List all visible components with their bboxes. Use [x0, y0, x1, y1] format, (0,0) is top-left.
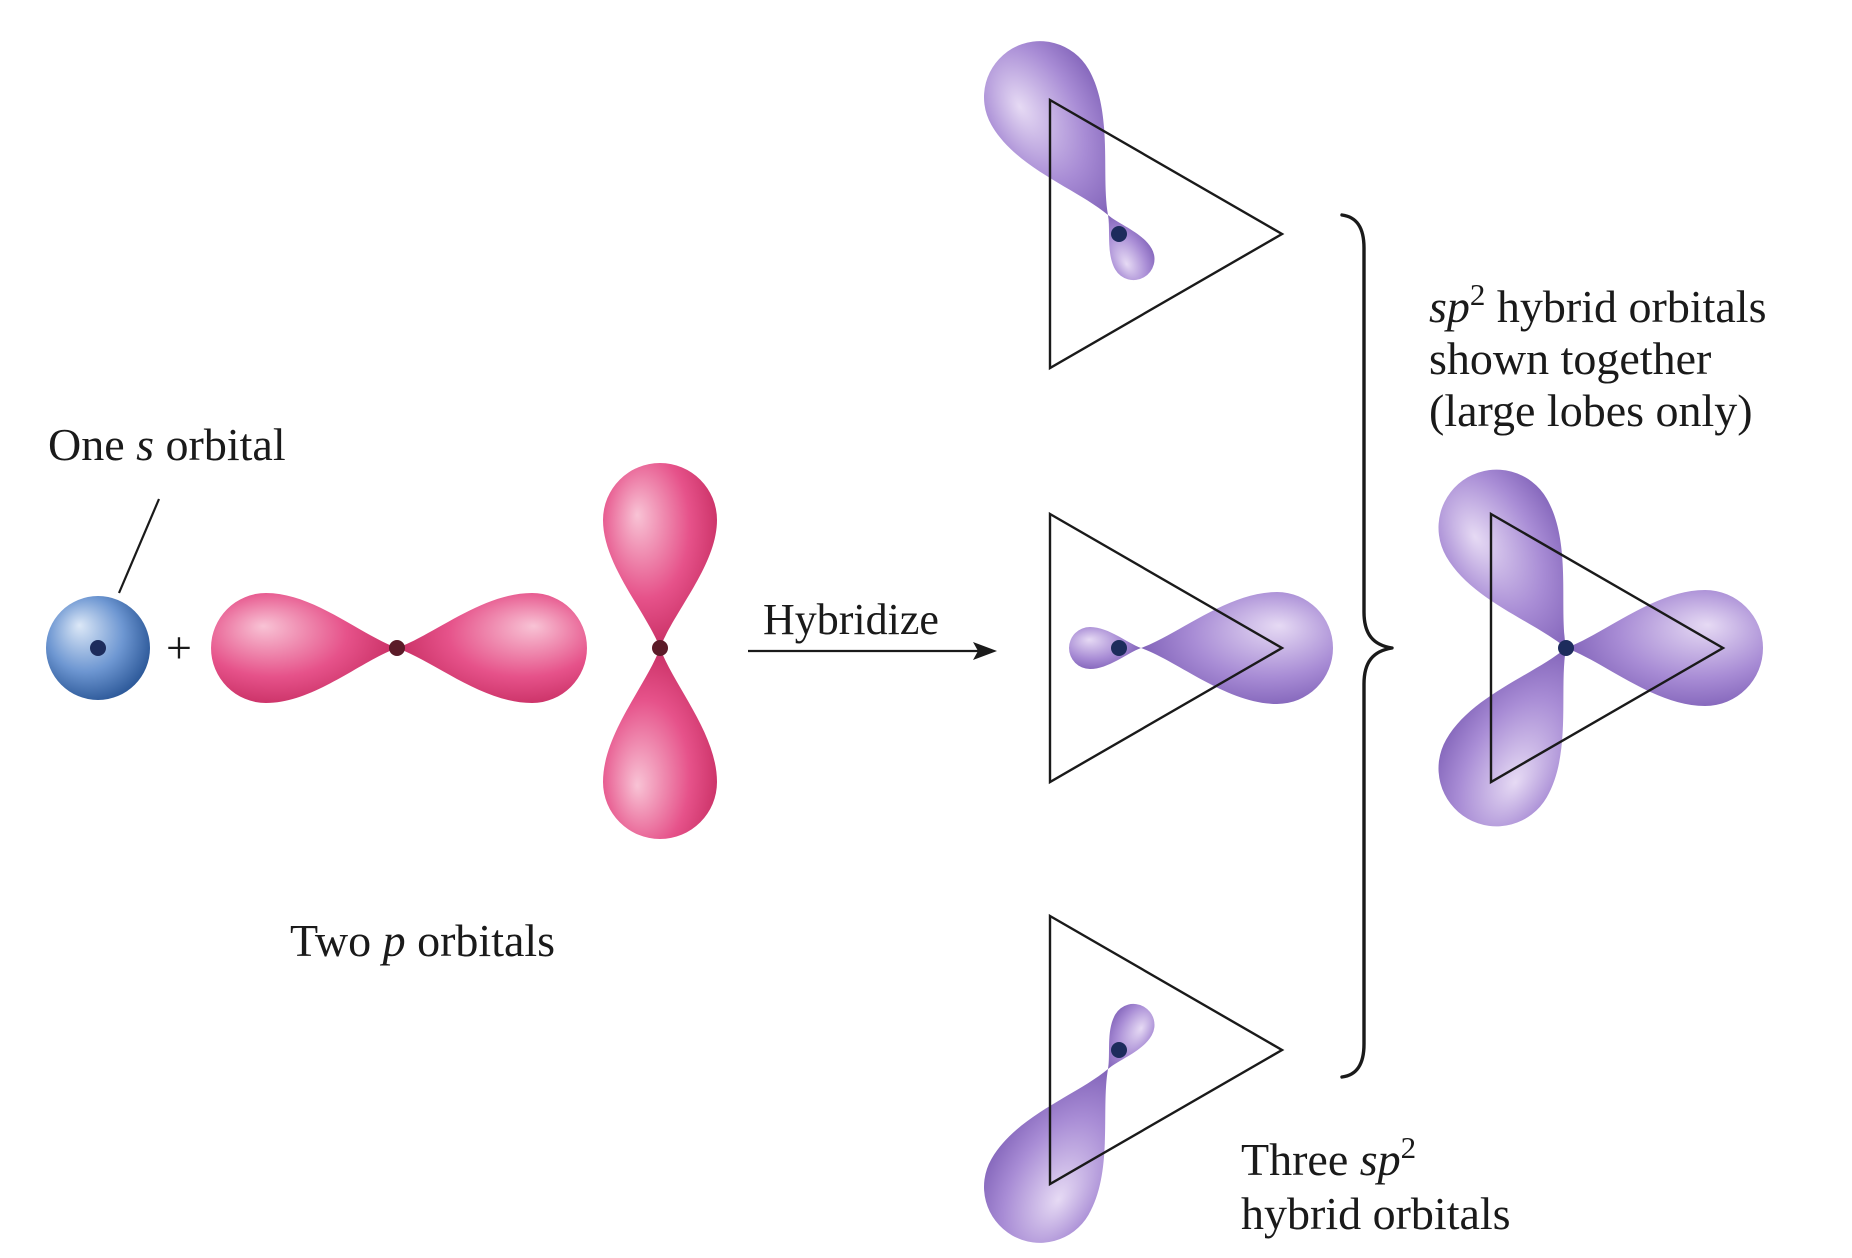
grouping-brace [1340, 213, 1394, 1079]
s-orbital-label-symbol: s [136, 419, 154, 470]
p-orbitals-label-prefix: Two [290, 915, 383, 966]
combined-label-line1: sp2 hybrid orbitals [1429, 277, 1766, 332]
sp2-combined-nucleus [1558, 640, 1574, 656]
trigonal-frame-lower [1048, 913, 1285, 1187]
sp2-large-lobe [984, 1069, 1108, 1243]
sp2-combined-lobe-upper [1438, 469, 1566, 648]
trigonal-frame-upper [1048, 97, 1285, 371]
trigonal-frame-combined [1489, 511, 1726, 785]
p-orbital-lobe-left [211, 593, 397, 703]
sp2-combined-lobe-lower [1438, 648, 1566, 827]
hybridize-arrow [748, 642, 997, 660]
p-orbitals-label-suffix: orbitals [406, 915, 555, 966]
sp2-nucleus-upper [1111, 226, 1127, 242]
sp2-small-lobe [1108, 214, 1155, 281]
s-orbital [46, 596, 150, 700]
s-orbital-label-prefix: One [48, 419, 136, 470]
p-orbital-lobe-right [397, 593, 587, 703]
s-orbital-label: One s orbital [48, 419, 286, 470]
sp2-small-lobe [1069, 627, 1141, 669]
p-orbitals-label-symbol: p [380, 915, 406, 966]
trigonal-frame-middle [1048, 511, 1285, 785]
sp2-large-lobe [1141, 592, 1333, 704]
three-hybrids-label-line1: Three sp2 [1241, 1130, 1416, 1185]
p-orbital-lobe-top [603, 463, 717, 648]
p-orbitals-label: Two p orbitals [290, 915, 555, 966]
three-hybrids-symbol: sp [1360, 1134, 1401, 1185]
combined-label-line3: (large lobes only) [1429, 385, 1753, 436]
s-orbital-label-suffix: orbital [154, 419, 286, 470]
p-orbital-node [389, 640, 405, 656]
s-orbital-nucleus [90, 640, 106, 656]
sp2-small-lobe [1108, 1003, 1155, 1070]
sp2-nucleus-lower [1111, 1042, 1127, 1058]
sp2-large-lobe [984, 41, 1108, 215]
p-orbital-vertical [603, 463, 717, 839]
sp2-nucleus-middle [1111, 640, 1127, 656]
sp2-hybrid-orbital-lower [984, 1003, 1155, 1243]
p-orbital-horizontal [211, 593, 587, 703]
hybridize-label: Hybridize [763, 595, 939, 644]
three-hybrids-label-line2: hybrid orbitals [1241, 1188, 1511, 1239]
combined-label-symbol: sp [1429, 281, 1470, 332]
three-hybrids-superscript: 2 [1401, 1130, 1417, 1165]
combined-label-superscript: 2 [1470, 277, 1486, 312]
combined-label-line2: shown together [1429, 333, 1711, 384]
p-orbital-node [652, 640, 668, 656]
sp2-combined-orbitals [1438, 469, 1763, 827]
s-orbital-leader-line [117, 498, 161, 594]
three-hybrids-prefix: Three [1241, 1134, 1360, 1185]
p-orbital-lobe-bottom [603, 648, 717, 839]
sp2-hybrid-orbital-middle [1069, 592, 1333, 704]
arrow-head [973, 642, 997, 660]
plus-sign: + [166, 622, 192, 673]
combined-label-rest: hybrid orbitals [1485, 281, 1766, 332]
sp2-combined-lobe-right [1566, 590, 1763, 706]
